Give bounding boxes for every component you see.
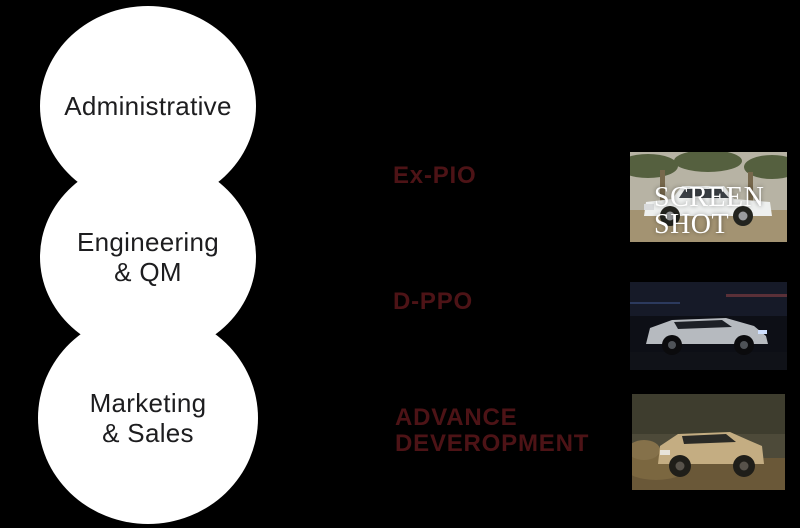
watermark-line: SCREEN [654, 182, 765, 213]
department-circle-marketing-sales: Marketing & Sales [38, 312, 258, 524]
project-label-ex-pio: Ex-PIO [393, 163, 477, 189]
project-label-line: Ex-PIO [393, 162, 477, 189]
project-label-d-ppo: D-PPO [393, 289, 473, 315]
department-label-line: Engineering [76, 227, 220, 257]
department-label-line: & Sales [102, 418, 194, 448]
department-label-line: Administrative [64, 91, 232, 121]
screenshot-watermark: SCREEN SHOT [654, 182, 765, 240]
white-pickup-truck-illustration [630, 152, 787, 242]
photo-offroad-pickup-truck [632, 394, 785, 490]
silver-suv-illustration [630, 282, 787, 370]
department-label-line: Marketing [89, 388, 207, 418]
photo-white-pickup-truck [630, 152, 787, 242]
photo-silver-suv [630, 282, 787, 370]
department-label-line: & QM [114, 257, 182, 287]
project-label-line: DEVEROPMENT [395, 430, 590, 457]
offroad-pickup-truck-illustration [632, 394, 785, 490]
project-label-advance-deveropment: ADVANCE DEVEROPMENT [395, 405, 589, 457]
project-label-line: D-PPO [393, 288, 474, 315]
department-circle-engineering-qm: Engineering & QM [40, 158, 256, 356]
watermark-line: SHOT [654, 209, 730, 240]
project-label-line: ADVANCE [395, 404, 518, 431]
